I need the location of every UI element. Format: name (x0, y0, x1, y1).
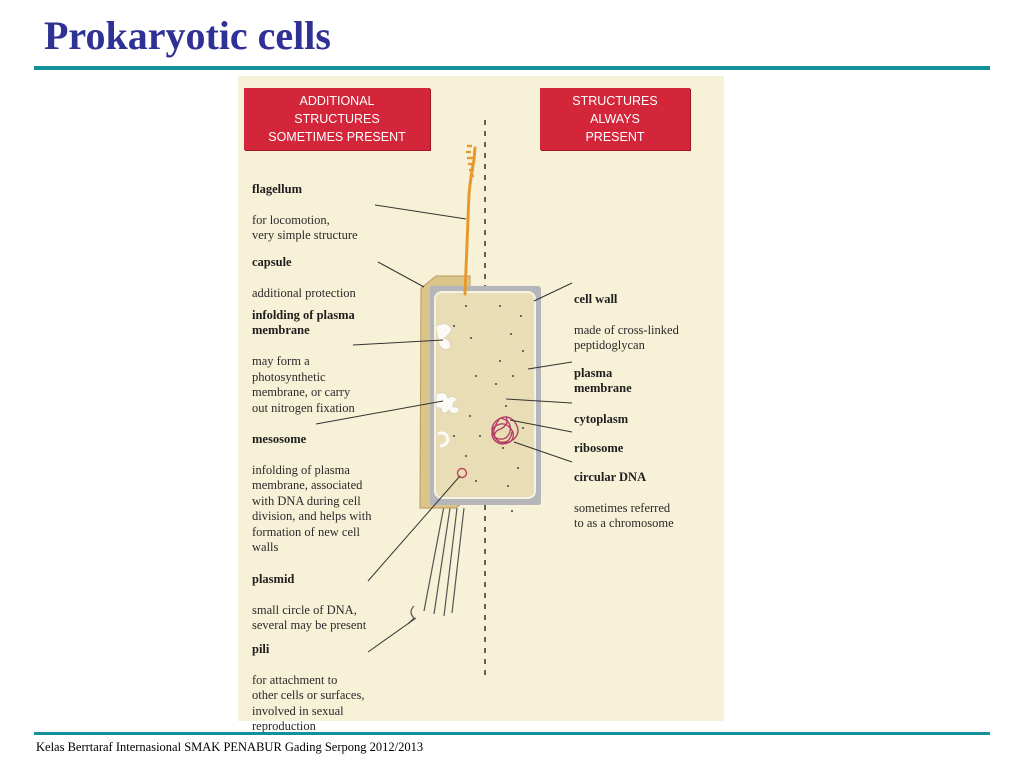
label-ribosome: ribosome (574, 425, 623, 472)
label-mesosome-desc: infolding of plasma membrane, associated… (252, 462, 372, 555)
footer-divider (34, 732, 990, 735)
label-cytoplasm-term: cytoplasm (574, 411, 629, 426)
slide-title: Prokaryotic cells (44, 13, 331, 58)
label-mesosome: mesosome infolding of plasma membrane, a… (252, 416, 371, 556)
circular-dna (491, 415, 519, 445)
prokaryotic-cell-figure: ADDITIONAL STRUCTURES SOMETIMES PRESENT … (238, 76, 724, 733)
header-additional-label: ADDITIONAL STRUCTURES SOMETIMES PRESENT (268, 94, 406, 144)
label-ribosome-term: ribosome (574, 440, 624, 455)
label-pili-term: pili (252, 641, 270, 656)
label-pili-desc: for attachment to other cells or surface… (252, 672, 365, 734)
label-plasmid-term: plasmid (252, 571, 295, 586)
footer-text: Kelas Berrtaraf Internasional SMAK PENAB… (36, 740, 424, 754)
label-plasma-membrane-term: plasma membrane (574, 365, 632, 396)
label-circular-dna-desc: sometimes referred to as a chromosome (574, 500, 674, 531)
header-always-label: STRUCTURES ALWAYS PRESENT (572, 94, 658, 144)
right-leader-lines (505, 282, 573, 463)
label-infolding: infolding of plasma membrane may form a … (252, 292, 355, 416)
label-infolding-term: infolding of plasma membrane (252, 307, 355, 338)
label-cell-wall: cell wall made of cross-linked peptidogl… (574, 276, 679, 354)
flagellum-tip (466, 144, 474, 178)
label-flagellum: flagellum for locomotion, very simple st… (252, 166, 358, 244)
mesosome-shape (435, 392, 460, 414)
label-flagellum-term: flagellum (252, 181, 302, 196)
membrane-infolding (435, 323, 453, 350)
label-plasmid: plasmid small circle of DNA, several may… (252, 556, 366, 634)
plasmid-circle (456, 467, 468, 479)
label-plasma-membrane: plasma membrane (574, 350, 632, 412)
label-cytoplasm: cytoplasm (574, 396, 628, 443)
header-structures-always: STRUCTURES ALWAYS PRESENT (540, 88, 690, 150)
label-circular-dna-term: circular DNA (574, 469, 647, 484)
label-flagellum-desc: for locomotion, very simple structure (252, 212, 358, 243)
label-infolding-desc: may form a photosynthetic membrane, or c… (252, 354, 355, 415)
label-cell-wall-term: cell wall (574, 291, 618, 306)
label-plasmid-desc: small circle of DNA, several may be pres… (252, 602, 367, 633)
label-circular-dna: circular DNA sometimes referred to as a … (574, 454, 674, 532)
cell-diagram (315, 120, 573, 676)
small-infolding (437, 431, 450, 448)
label-cell-wall-desc: made of cross-linked peptidoglycan (574, 322, 679, 353)
label-capsule-desc: additional protection (252, 285, 356, 300)
label-mesosome-term: mesosome (252, 431, 307, 446)
left-leader-lines (315, 204, 467, 653)
label-pili: pili for attachment to other cells or su… (252, 626, 364, 735)
label-capsule: capsule additional protection (252, 239, 356, 301)
pili (407, 505, 465, 625)
ribosome-dots (453, 305, 524, 512)
plasma-membrane (434, 291, 536, 499)
title-divider (34, 66, 990, 70)
header-additional-structures: ADDITIONAL STRUCTURES SOMETIMES PRESENT (244, 88, 430, 150)
label-capsule-term: capsule (252, 254, 292, 269)
